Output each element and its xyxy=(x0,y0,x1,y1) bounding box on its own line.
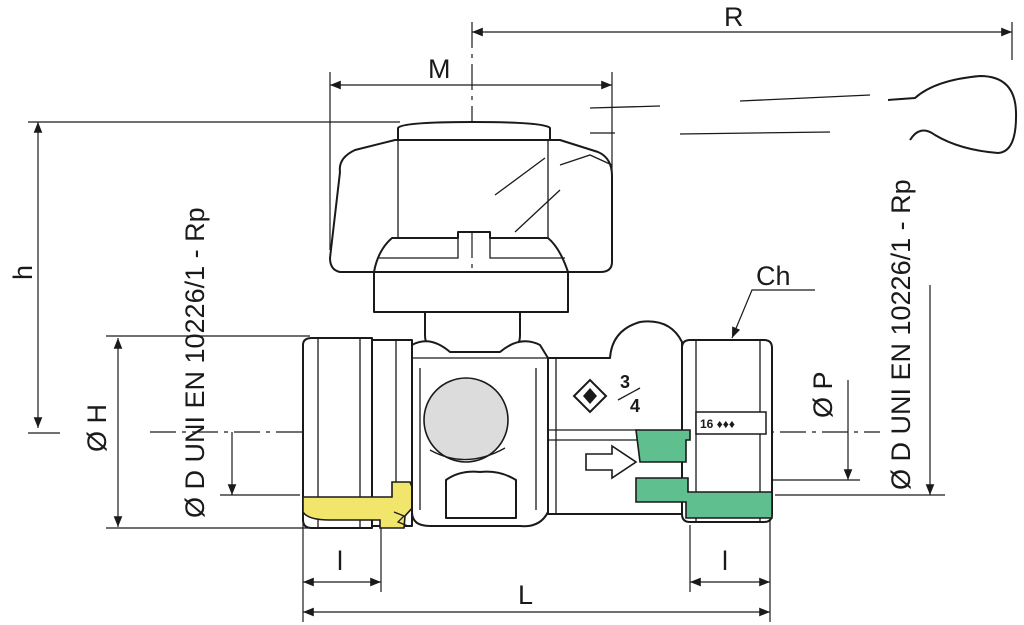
valve-body: 3 4 16 ♦♦♦ xyxy=(302,320,773,529)
label-h: h xyxy=(8,265,38,280)
ghost-line-3 xyxy=(679,131,831,135)
butterfly-handle xyxy=(329,121,613,313)
ball-port-shadow xyxy=(429,447,506,461)
handle-hub-step xyxy=(378,238,565,259)
left-hex-nut xyxy=(302,337,373,529)
handle-wing-fold xyxy=(559,154,613,166)
manufacturer-logo-icon xyxy=(572,378,608,414)
size-numerator: 3 xyxy=(620,372,630,392)
right-body xyxy=(547,320,683,515)
left-collar xyxy=(371,339,413,527)
bottom-boss xyxy=(445,470,517,519)
label-Ch: Ch xyxy=(756,261,791,291)
label-l-left: l xyxy=(337,546,343,576)
size-fraction-bar xyxy=(617,387,641,401)
handle-hatch-2 xyxy=(514,189,561,233)
label-R: R xyxy=(724,2,744,32)
rotated-handle-ghost xyxy=(589,75,1018,154)
label-diam-D-left: Ø D UNI EN 10226/1 - Rp xyxy=(180,207,210,518)
label-diam-H: Ø H xyxy=(82,404,112,452)
insert-break-mark xyxy=(393,511,409,527)
insert-code-box xyxy=(695,411,767,435)
label-diam-P: Ø P xyxy=(808,371,838,418)
insert-code: 16 ♦♦♦ xyxy=(700,417,735,431)
label-l-right: l xyxy=(722,546,728,576)
ball-port xyxy=(423,377,509,463)
handle-top-cap xyxy=(397,121,551,141)
flow-arrow-icon xyxy=(585,444,638,480)
label-M: M xyxy=(428,54,451,84)
label-diam-D-right: Ø D UNI EN 10226/1 - Rp xyxy=(886,179,916,490)
handle-hatch-1 xyxy=(494,157,546,196)
ghost-line-2 xyxy=(739,94,871,102)
rotated-handle-tip xyxy=(887,75,1018,154)
size-denominator: 4 xyxy=(630,396,640,416)
right-tailpiece-upper xyxy=(635,429,691,463)
handle-hub xyxy=(373,271,569,313)
leader-Ch xyxy=(731,289,815,339)
ghost-line-1 xyxy=(589,105,661,109)
right-tailpiece-lower xyxy=(635,477,773,519)
label-L: L xyxy=(518,580,533,610)
handle-wings xyxy=(329,139,613,273)
dimension-labels: R M h Ch Ø H Ø D UNI EN 10226/1 - Rp Ø P… xyxy=(8,2,916,610)
